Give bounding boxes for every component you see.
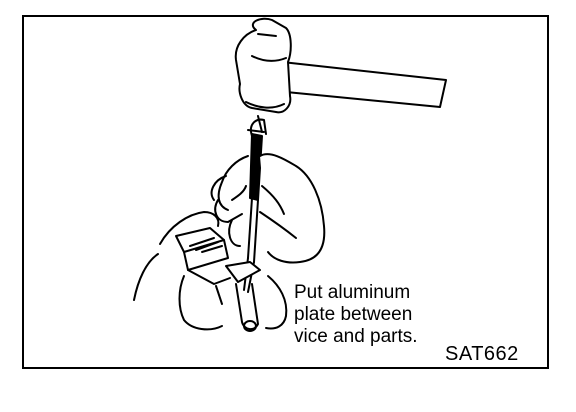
punch-tool [243, 129, 265, 293]
hammer [234, 17, 447, 137]
vice-jaw [178, 275, 288, 331]
caption-line: vice and parts. [294, 326, 418, 347]
figure-code: SAT662 [441, 343, 523, 366]
hand [210, 153, 326, 264]
vice-and-part [133, 211, 261, 332]
caption-line: plate between [294, 304, 413, 325]
instruction-caption: Put aluminum plate between vice and part… [294, 282, 418, 348]
caption-line: Put aluminum [294, 282, 411, 303]
